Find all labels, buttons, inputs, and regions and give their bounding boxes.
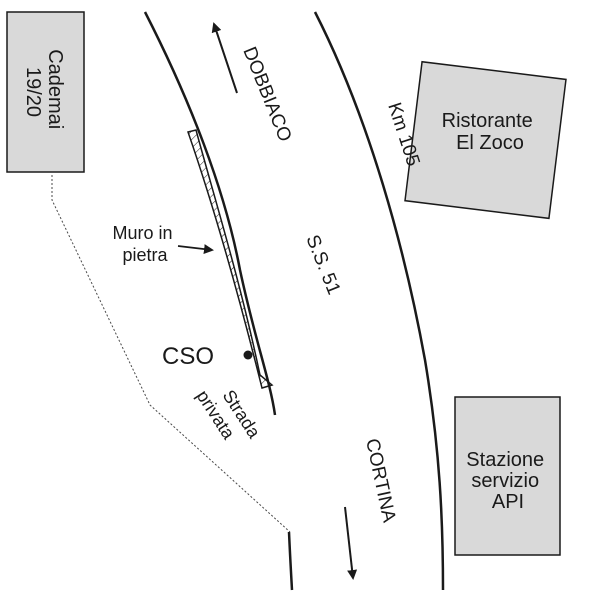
road-edge-west [143, 11, 277, 416]
building-stazione [454, 396, 561, 556]
station-code: CSO [162, 343, 214, 370]
private-road-path [51, 175, 291, 533]
ristorante-label: Ristorante El Zoco [442, 110, 539, 154]
stazione-line2: servizio [471, 470, 539, 492]
arrow-north [211, 22, 238, 94]
private-road-label: Strada privata [193, 375, 267, 458]
wall-label-line2: pietra [122, 245, 168, 265]
road-edge-east [313, 11, 445, 591]
stone-wall [187, 129, 274, 389]
ristorante-line2: El Zoco [456, 132, 524, 154]
stazione-label: Stazione servizio API [466, 449, 549, 513]
building-cademai [6, 11, 85, 173]
stazione-line1: Stazione [466, 449, 544, 471]
wall-label: Muro in pietra [112, 223, 177, 265]
road-edge-west-south [287, 531, 294, 591]
cademai-line1: Cademai [44, 49, 66, 129]
station-dot [243, 350, 253, 360]
direction-cortina: CORTINA [361, 437, 399, 525]
ristorante-line1: Ristorante [442, 110, 533, 132]
stazione-line3: API [492, 491, 524, 513]
cademai-label: Cademai 19/20 [22, 49, 66, 135]
direction-dobbiaco: DOBBIACO [238, 44, 295, 145]
arrow-south [344, 506, 358, 580]
cademai-line2: 19/20 [22, 67, 44, 117]
wall-pointer-arrow [177, 244, 214, 255]
road-name: S.S. 51 [301, 232, 344, 298]
wall-label-line1: Muro in [112, 223, 172, 243]
building-ristorante [404, 60, 567, 220]
